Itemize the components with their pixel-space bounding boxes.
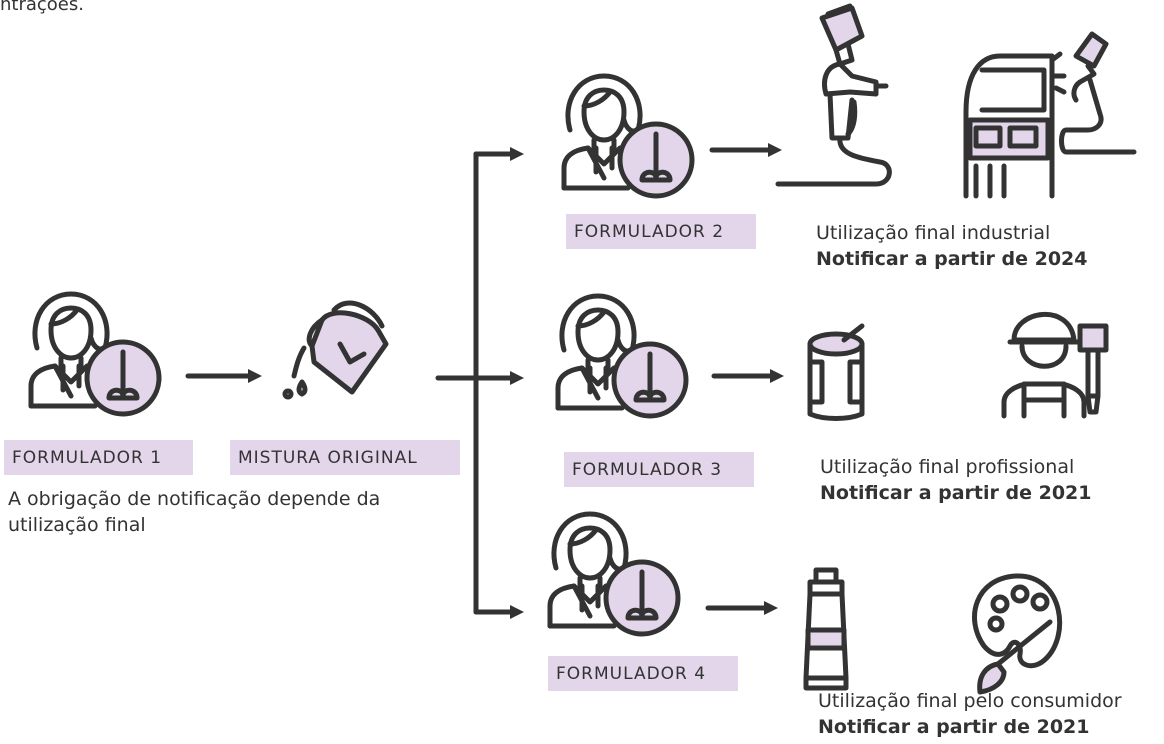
consumer-notify-text: Notificar a partir de 2021	[818, 716, 1090, 738]
notification-obligation-note: A obrigação de notificação depende da ut…	[8, 488, 381, 536]
palette-brush-icon	[972, 573, 1063, 695]
consumer-use-text: Utilização final pelo consumidor	[818, 690, 1122, 712]
formulator-2-icon	[558, 72, 698, 212]
formulator-1-icon	[25, 290, 165, 430]
formulator-4-icon	[544, 510, 684, 650]
professional-use-text: Utilização final profissional	[820, 456, 1075, 478]
paint-tube-icon	[803, 567, 849, 691]
formulator-2-label: Formulador 2	[566, 214, 756, 249]
pouring-bucket-icon	[282, 300, 389, 400]
arrow-to-consumer	[705, 601, 778, 615]
formulator-3-label: Formulador 3	[564, 452, 754, 487]
arrow-to-professional	[711, 369, 784, 383]
branch-connector	[435, 147, 524, 619]
professional-notify-text: Notificar a partir de 2021	[820, 482, 1092, 504]
industrial-notify-text: Notificar a partir de 2024	[816, 248, 1088, 270]
paint-can-icon	[807, 323, 865, 421]
formulator-4-label: Formulador 4	[548, 656, 738, 691]
car-spray-icon	[963, 31, 1137, 199]
arrow-to-mixture	[185, 369, 262, 383]
industrial-use-text: Utilização final industrial	[816, 222, 1051, 244]
spray-gun-icon	[775, 3, 892, 187]
top-text-fragment: ntrações.	[0, 0, 84, 15]
formulator-3-icon	[552, 292, 692, 432]
painter-worker-icon	[1001, 312, 1109, 419]
arrow-to-industrial	[709, 143, 782, 157]
mixture-label: Mistura original	[230, 440, 460, 475]
formulator-1-label: Formulador 1	[4, 440, 193, 475]
